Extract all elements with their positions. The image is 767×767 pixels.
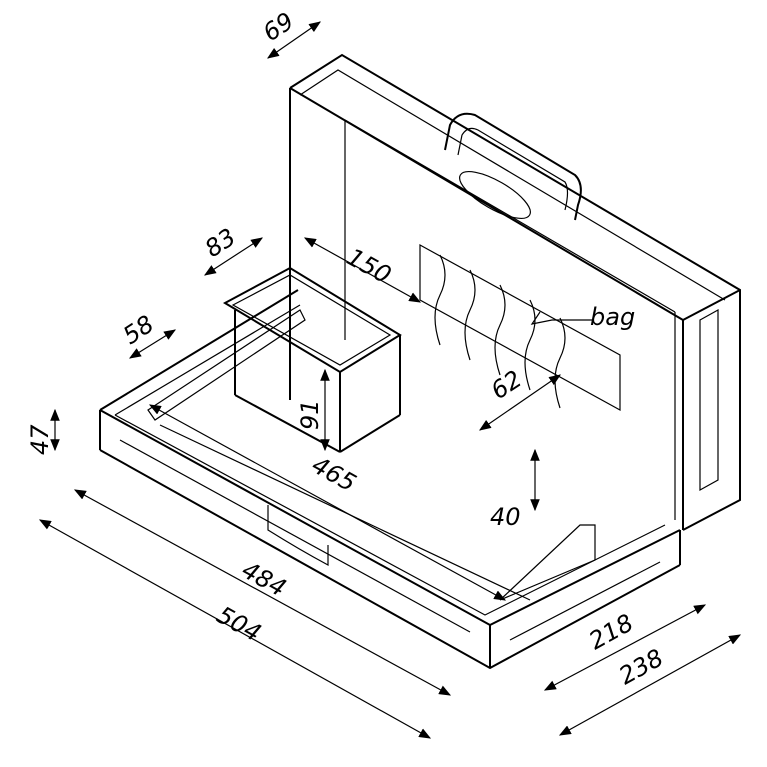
dim-40: 40 [490,503,521,531]
dim-62: 62 [486,365,527,405]
dim-504: 504 [212,601,266,648]
label-bag: bag [590,303,635,331]
dim-47: 47 [26,424,54,455]
dim-218: 218 [584,609,638,656]
dim-465: 465 [307,451,361,498]
dim-83: 83 [200,223,241,263]
base [99,289,681,670]
lid [289,53,741,531]
dim-91: 91 [296,399,324,430]
dimension-lines [38,21,742,739]
dim-484: 484 [237,556,291,603]
dim-150: 150 [342,243,396,290]
dim-238: 238 [614,644,668,691]
